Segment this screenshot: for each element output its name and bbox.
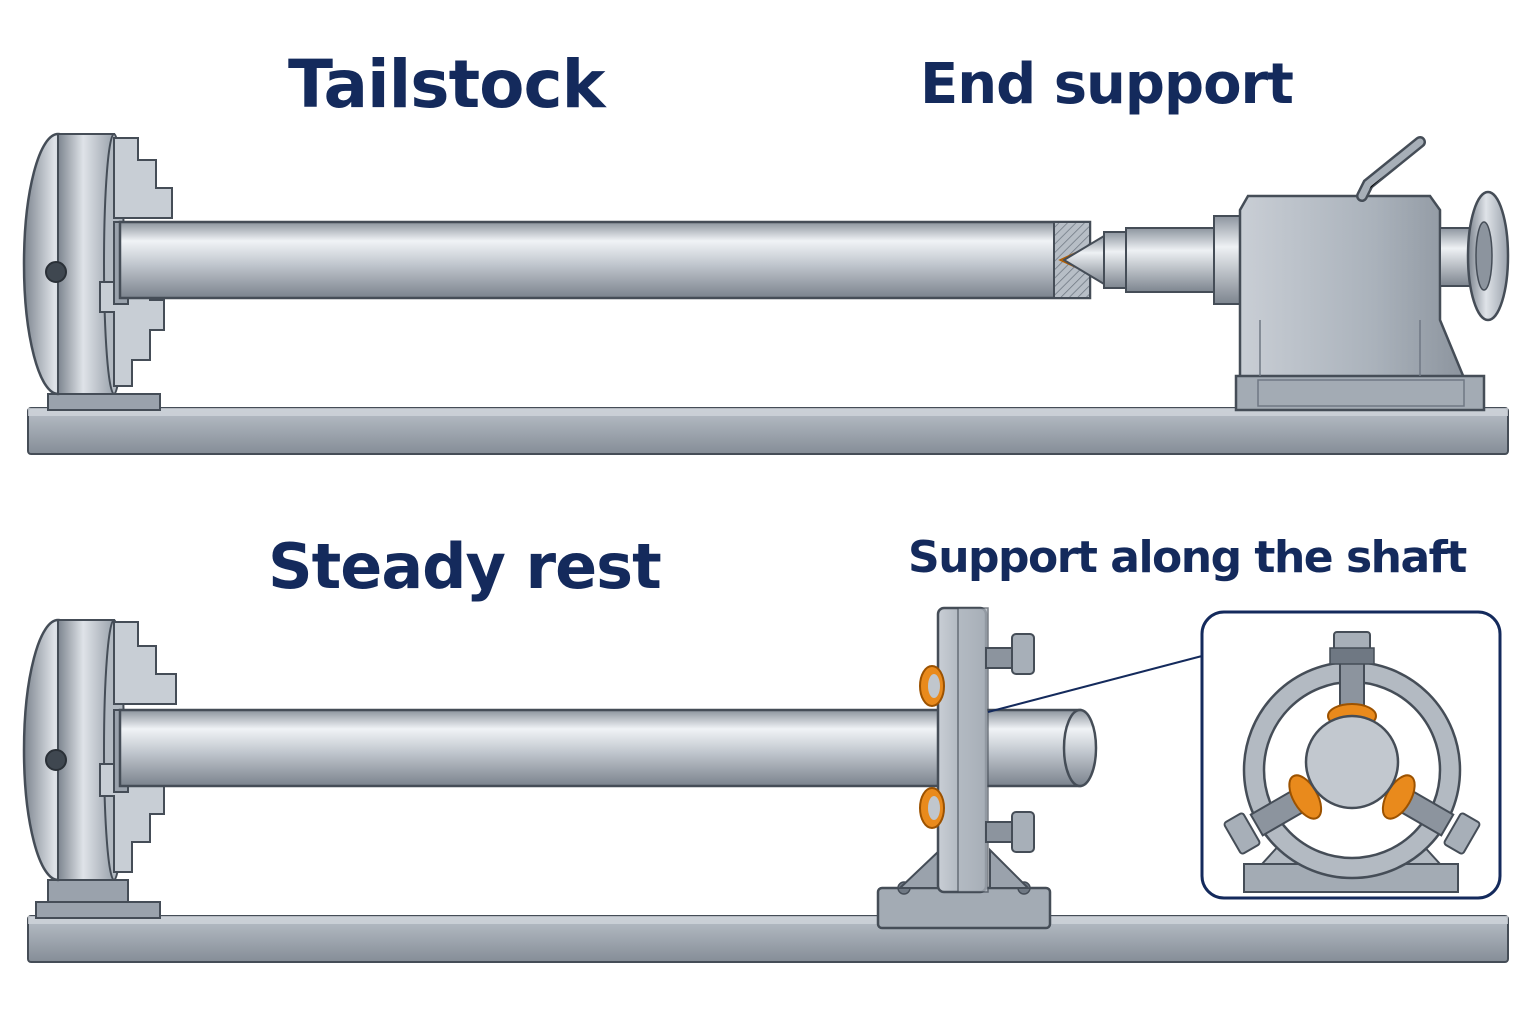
- tailstock-body: [1234, 136, 1510, 412]
- tailstock-setup: [22, 132, 1510, 455]
- callout-line: [987, 655, 1203, 713]
- workpiece-shaft-bottom: [118, 708, 1098, 788]
- steady-rest: [876, 606, 1052, 930]
- support-along-shaft-label: Support along the shaft: [908, 532, 1467, 583]
- steady-rest-setup: [22, 606, 1509, 963]
- steady-rest-title: Steady rest: [268, 530, 662, 603]
- tailstock-title: Tailstock: [288, 46, 605, 123]
- end-support-label: End support: [920, 52, 1294, 117]
- chuck-top: [22, 132, 173, 411]
- live-center: [1062, 215, 1247, 305]
- chuck-bottom: [22, 618, 177, 919]
- workpiece-shaft-top: [118, 220, 1092, 300]
- shaft-cross-section: [1304, 714, 1400, 810]
- steady-rest-detail-inset: [1200, 610, 1502, 900]
